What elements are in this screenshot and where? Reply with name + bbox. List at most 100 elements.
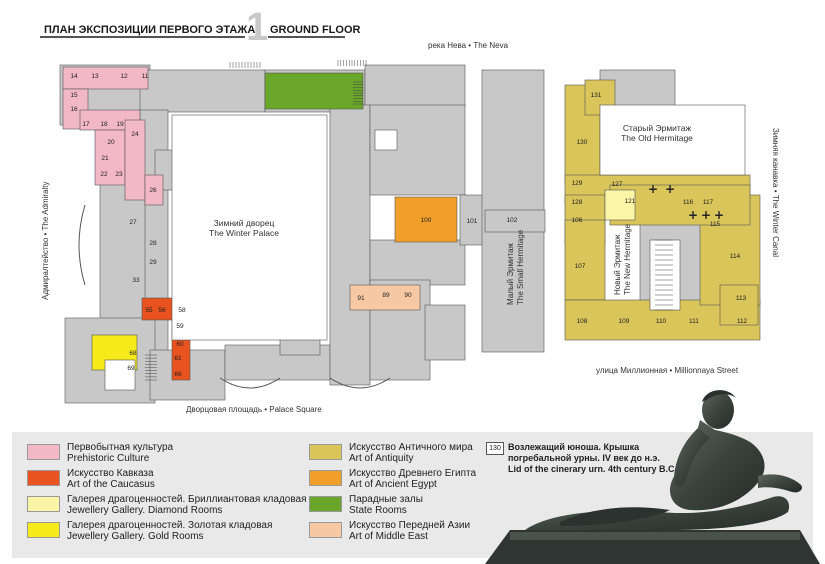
room-prehistoric-north	[62, 66, 149, 90]
room-ancient-egypt-100	[394, 196, 458, 243]
room-number-12: 12	[120, 73, 128, 80]
legend-ru-diamond-rooms: Галерея драгоценностей. Бриллиантовая кл…	[67, 494, 307, 505]
legend-en-gold-rooms: Jewellery Gallery. Gold Rooms	[67, 531, 204, 542]
room-number-11: 11	[142, 73, 149, 80]
map-labels: река Нева • The Neva Зимний дворец The W…	[41, 41, 780, 414]
room-number-29: 29	[149, 259, 157, 266]
legend-swatch-prehistoric	[27, 444, 60, 460]
caption-room-badge: 130	[486, 442, 504, 455]
room-prehistoric-26	[144, 174, 164, 206]
room-number-33: 33	[132, 277, 140, 284]
courtyard-main	[171, 114, 328, 341]
legend-en-caucasus: Art of the Caucasus	[67, 479, 155, 490]
label-winter-canal: Зимняя канавка • The Winter Canal	[771, 128, 780, 257]
legend-ru-prehistoric: Первобытная культура	[67, 442, 174, 453]
legend-en-diamond-rooms: Jewellery Gallery. Diamond Rooms	[67, 505, 223, 516]
room-number-89: 89	[382, 292, 390, 299]
caption-line-1: Возлежащий юноша. Крышка	[508, 442, 640, 452]
room-number-108: 108	[577, 318, 588, 325]
caption-line-3: Lid of the cinerary urn. 4th century B.C…	[508, 464, 678, 474]
legend-ru-caucasus: Искусство Кавказа	[67, 468, 154, 479]
room-number-121: 121	[625, 198, 636, 205]
winter-palace-east-inner-wing	[329, 104, 371, 386]
arc-south-2	[329, 377, 391, 389]
courtyard-small-1	[374, 129, 398, 151]
label-old-hermitage-en: The Old Hermitage	[621, 133, 693, 143]
arc-west	[78, 204, 86, 286]
statue-base-edge	[510, 532, 800, 540]
courtyard-south-west	[104, 359, 136, 391]
room-number-18: 18	[100, 121, 108, 128]
room-number-127: 127	[612, 181, 623, 188]
room-number-129: 129	[572, 180, 583, 187]
winter-palace-north-wing-west	[139, 69, 266, 113]
legend-en-prehistoric: Prehistoric Culture	[67, 453, 150, 464]
room-number-55: 55	[145, 307, 153, 314]
legend-ru-middle-east: Искусство Передней Азии	[349, 520, 471, 531]
legend-ru-state-rooms: Парадные залы	[349, 494, 423, 505]
room-number-26: 26	[149, 187, 157, 194]
room-number-114: 114	[730, 253, 741, 260]
winter-palace-corner-block	[424, 304, 466, 361]
room-number-58: 58	[178, 307, 186, 314]
legend-ru-gold-rooms: Галерея драгоценностей. Золотая кладовая	[67, 520, 273, 531]
room-number-107: 107	[575, 263, 586, 270]
room-middle-east-89-91	[349, 284, 421, 311]
winter-palace-east-wing-mid	[369, 239, 466, 286]
legend-ru-antiquity: Искусство Античного мира	[349, 442, 473, 453]
courtyard-old-hermitage	[599, 104, 746, 176]
room-number-69: 69	[127, 365, 135, 372]
room-number-22: 22	[100, 171, 108, 178]
header-title-en: GROUND FLOOR	[270, 24, 360, 36]
label-new-hermitage-ru: Новый Эрмитаж	[613, 234, 622, 295]
arc-south-1	[219, 377, 281, 389]
room-number-17: 17	[82, 121, 90, 128]
statue-head	[702, 391, 734, 429]
room-number-110: 110	[656, 318, 667, 325]
winter-palace-west-wing	[99, 179, 146, 321]
room-number-15: 15	[70, 92, 78, 99]
header-title-ru: ПЛАН ЭКСПОЗИЦИИ ПЕРВОГО ЭТАЖА	[44, 24, 255, 36]
room-number-13: 13	[91, 73, 99, 80]
label-admiralty: Адмиралтейство • The Admiralty	[41, 182, 50, 300]
label-millionnaya: улица Миллионная • Millionnaya Street	[596, 366, 739, 375]
room-number-111: 111	[689, 318, 699, 325]
legend-en-state-rooms: State Rooms	[349, 505, 407, 516]
room-number-100: 100	[421, 217, 432, 224]
room-number-130: 130	[577, 139, 588, 146]
label-winter-palace-ru: Зимний дворец	[214, 218, 275, 228]
cross-marker-icon: +	[648, 182, 658, 196]
room-number-61: 61	[174, 355, 182, 362]
label-small-hermitage-en: The Small Hermitage	[516, 229, 525, 305]
legend-ru-egypt: Искусство Древнего Египта	[349, 468, 477, 479]
room-102-block	[484, 209, 546, 233]
label-neva: река Нева • The Neva	[428, 41, 509, 50]
legend-swatch-caucasus	[27, 470, 60, 486]
room-number-19: 19	[116, 121, 124, 128]
room-number-68: 68	[129, 350, 137, 357]
reclining-youth-statue-image	[485, 390, 820, 564]
room-antiquity-113	[719, 284, 759, 326]
header-floor-number: 1	[246, 5, 268, 49]
winter-palace-north-east-block	[364, 64, 466, 108]
room-number-56: 56	[158, 307, 166, 314]
room-shapes	[59, 64, 761, 404]
room-number-66: 66	[174, 371, 182, 378]
stair-markings: +++++	[78, 60, 724, 389]
label-small-hermitage-ru: Малый Эрмитаж	[506, 242, 515, 305]
legend-en-middle-east: Art of Middle East	[349, 531, 428, 542]
room-number-28: 28	[149, 240, 157, 247]
legend-swatch-antiquity	[309, 444, 342, 460]
label-new-hermitage-en: The New Hermitage	[623, 223, 632, 295]
room-number-102: 102	[507, 217, 518, 224]
room-number-101: 101	[467, 218, 478, 225]
legend-swatch-gold-rooms	[27, 522, 60, 538]
statue-hair	[702, 390, 736, 402]
legend-swatch-middle-east	[309, 522, 342, 538]
statue-legs	[560, 507, 670, 526]
room-number-109: 109	[619, 318, 630, 325]
room-prehistoric-20-23	[94, 129, 126, 186]
room-antiquity-107	[564, 219, 606, 301]
legend-swatch-diamond-rooms	[27, 496, 60, 512]
